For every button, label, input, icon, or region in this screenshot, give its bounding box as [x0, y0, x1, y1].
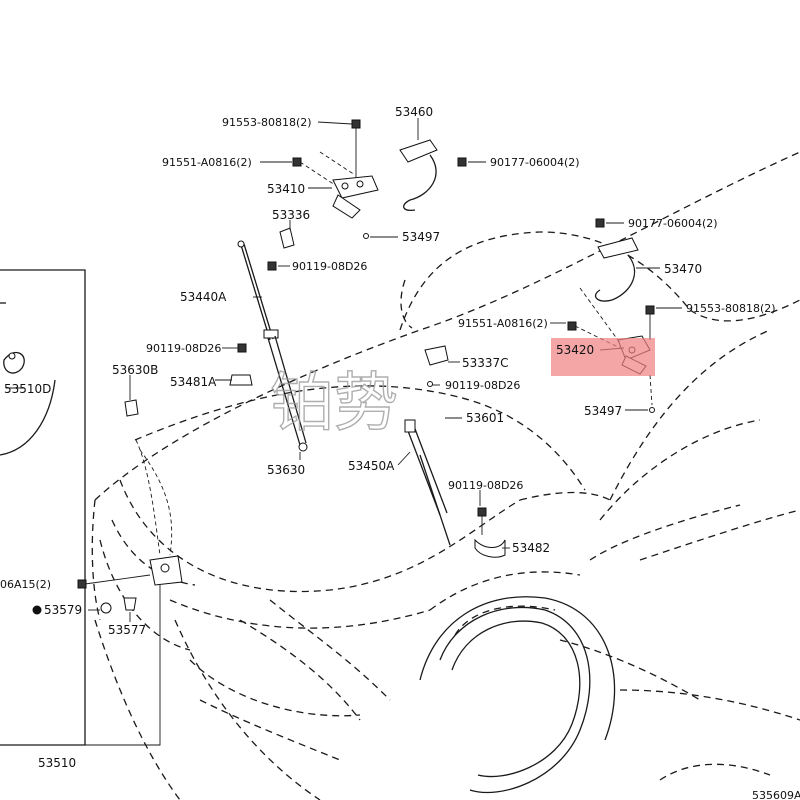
- label-53630b: 53630B: [112, 363, 158, 377]
- label-91551-mid: 91551-A0816(2): [458, 317, 548, 330]
- label-53601: 53601: [466, 411, 504, 425]
- label-53630: 53630: [267, 463, 305, 477]
- label-90119-a: 90119-08D26: [292, 260, 367, 273]
- label-53337c: 53337C: [462, 356, 509, 370]
- car-body: [91, 151, 800, 800]
- label-90119-b: 90119-08D26: [146, 342, 221, 355]
- label-91551-top: 91551-A0816(2): [162, 156, 252, 169]
- watermark: 铂势: [270, 367, 398, 441]
- label-53410: 53410: [267, 182, 305, 196]
- label-53440a: 53440A: [180, 290, 227, 304]
- label-53577: 53577: [108, 623, 146, 637]
- label-91553-right: 91553-80818(2): [686, 302, 776, 315]
- label-53470: 53470: [664, 262, 702, 276]
- label-535609a: 535609A: [752, 789, 800, 800]
- label-90119-c: 90119-08D26: [445, 379, 520, 392]
- hood-struts: [237, 240, 451, 546]
- label-53450a: 53450A: [348, 459, 395, 473]
- label-53497-right: 53497: [584, 404, 622, 418]
- label-53481a: 53481A: [170, 375, 217, 389]
- label-90119-d: 90119-08D26: [448, 479, 523, 492]
- label-90177-top: 90177-06004(2): [490, 156, 580, 169]
- label-53497-top: 53497: [402, 230, 440, 244]
- hinge-assembly-right: [567, 218, 655, 413]
- callout-labels: 91553-80818(2) 53460 91551-A0816(2) 9017…: [0, 105, 800, 800]
- label-91553-top: 91553-80818(2): [222, 116, 312, 129]
- bullet-dot: [32, 605, 42, 615]
- inset-box: [0, 269, 86, 746]
- hinge-assembly-left: [267, 119, 467, 271]
- label-53460: 53460: [395, 105, 433, 119]
- label-53510: 53510: [38, 756, 76, 770]
- label-53482: 53482: [512, 541, 550, 555]
- misc-fasteners: [77, 343, 506, 614]
- label-53336: 53336: [272, 208, 310, 222]
- label-06a15: 06A15(2): [0, 578, 51, 591]
- highlight-53420: [551, 338, 655, 376]
- label-53420: 53420: [556, 343, 594, 357]
- label-90177-right: 90177-06004(2): [628, 217, 718, 230]
- label-53510d: 53510D: [4, 382, 51, 396]
- label-53579: 53579: [44, 603, 82, 617]
